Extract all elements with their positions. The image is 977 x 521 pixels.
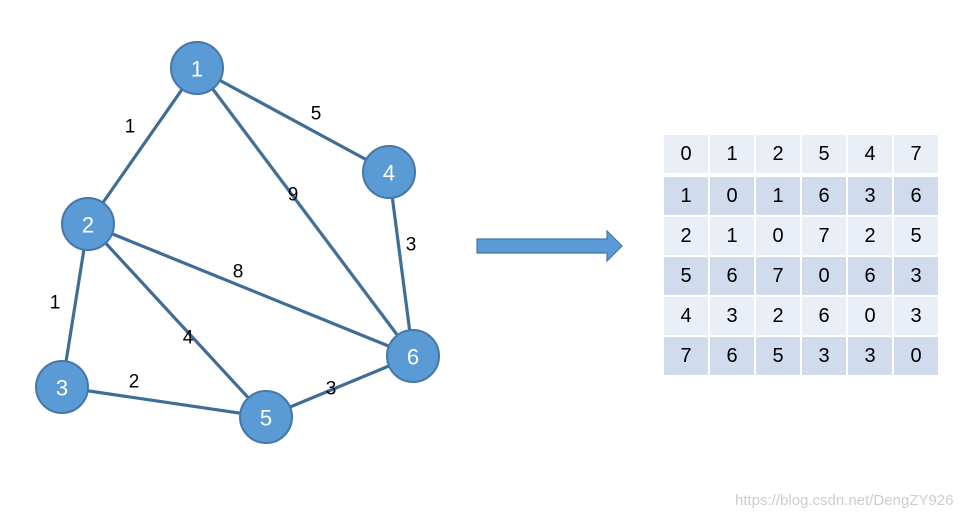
- nodes-layer: 1 2 3 4 5 6: [35, 41, 440, 444]
- node-circle-5: [239, 390, 293, 444]
- edge-weights-layer: 1 5 9 1 8 4 2 3 3: [50, 104, 417, 400]
- node-3: 3: [35, 360, 89, 414]
- edge-weight-1-4: 5: [311, 104, 322, 125]
- node-label-5: 5: [260, 406, 272, 431]
- matrix-cell: 3: [893, 296, 938, 337]
- node-circle-4: [362, 145, 416, 199]
- edges-layer: [60, 66, 415, 419]
- edge-weight-2-6: 8: [233, 262, 244, 283]
- edge-1-6: [195, 66, 415, 358]
- node-4: 4: [362, 145, 416, 199]
- edge-weight-3-5: 2: [129, 372, 140, 393]
- watermark: https://blog.csdn.net/DengZY926: [735, 492, 954, 509]
- matrix-cell: 3: [709, 296, 756, 337]
- matrix-cell: 7: [755, 256, 802, 297]
- edge-weight-1-6: 9: [288, 185, 299, 206]
- node-label-6: 6: [407, 345, 419, 370]
- node-5: 5: [239, 390, 293, 444]
- matrix-cell: 2: [664, 216, 710, 257]
- matrix-cell: 0: [893, 336, 938, 375]
- matrix-cell: 0: [847, 296, 894, 337]
- matrix-cell: 3: [893, 256, 938, 297]
- node-circle-2: [61, 197, 115, 251]
- matrix-cell: 3: [801, 336, 848, 375]
- node-label-3: 3: [56, 376, 68, 401]
- matrix-cell: 4: [664, 296, 710, 337]
- node-label-2: 2: [82, 213, 94, 238]
- edge-2-3: [60, 222, 90, 389]
- matrix-cell: 6: [847, 256, 894, 297]
- edge-2-6: [86, 222, 415, 358]
- edge-2-5: [86, 222, 268, 419]
- node-label-4: 4: [383, 161, 395, 186]
- matrix-cell: 6: [709, 336, 756, 375]
- matrix-cell: 5: [664, 256, 710, 297]
- matrix-cell: 3: [847, 336, 894, 375]
- matrix-cell: 4: [847, 135, 894, 177]
- matrix-cell: 7: [893, 135, 938, 177]
- matrix-cell: 6: [893, 175, 938, 217]
- matrix-cell: 1: [709, 135, 756, 177]
- node-1: 1: [170, 41, 224, 95]
- matrix-cell: 2: [847, 216, 894, 257]
- matrix-cell: 6: [801, 296, 848, 337]
- node-circle-1: [170, 41, 224, 95]
- matrix-cell: 0: [755, 216, 802, 257]
- edge-3-5: [60, 385, 268, 419]
- node-label-1: 1: [191, 57, 203, 82]
- node-2: 2: [61, 197, 115, 251]
- matrix-cell: 7: [664, 336, 710, 375]
- edge-weight-2-3: 1: [50, 293, 61, 314]
- matrix-cell: 0: [664, 135, 710, 177]
- matrix-cell: 5: [893, 216, 938, 257]
- edge-weight-1-2: 1: [125, 117, 136, 138]
- matrix-cell: 1: [664, 175, 710, 217]
- edge-4-6: [387, 170, 415, 358]
- matrix-cell: 0: [801, 256, 848, 297]
- matrix-cell: 3: [847, 175, 894, 217]
- matrix-cell: 5: [801, 135, 848, 177]
- edge-1-4: [195, 66, 391, 174]
- node-circle-3: [35, 360, 89, 414]
- matrix-cell: 7: [801, 216, 848, 257]
- matrix-cell: 5: [755, 336, 802, 375]
- right-arrow-icon: [476, 229, 623, 263]
- matrix-cell: 2: [755, 296, 802, 337]
- matrix-cell: 0: [709, 175, 756, 217]
- edge-weight-2-5: 4: [183, 328, 194, 349]
- matrix-cell: 6: [801, 175, 848, 217]
- matrix-cell: 2: [755, 135, 802, 177]
- node-6: 6: [386, 329, 440, 383]
- edge-weight-5-6: 3: [326, 379, 337, 400]
- edge-weight-4-6: 3: [406, 235, 417, 256]
- edge-1-2: [86, 66, 199, 226]
- matrix-cell: 6: [709, 256, 756, 297]
- matrix-cell: 1: [755, 175, 802, 217]
- matrix-cell: 1: [709, 216, 756, 257]
- node-circle-6: [386, 329, 440, 383]
